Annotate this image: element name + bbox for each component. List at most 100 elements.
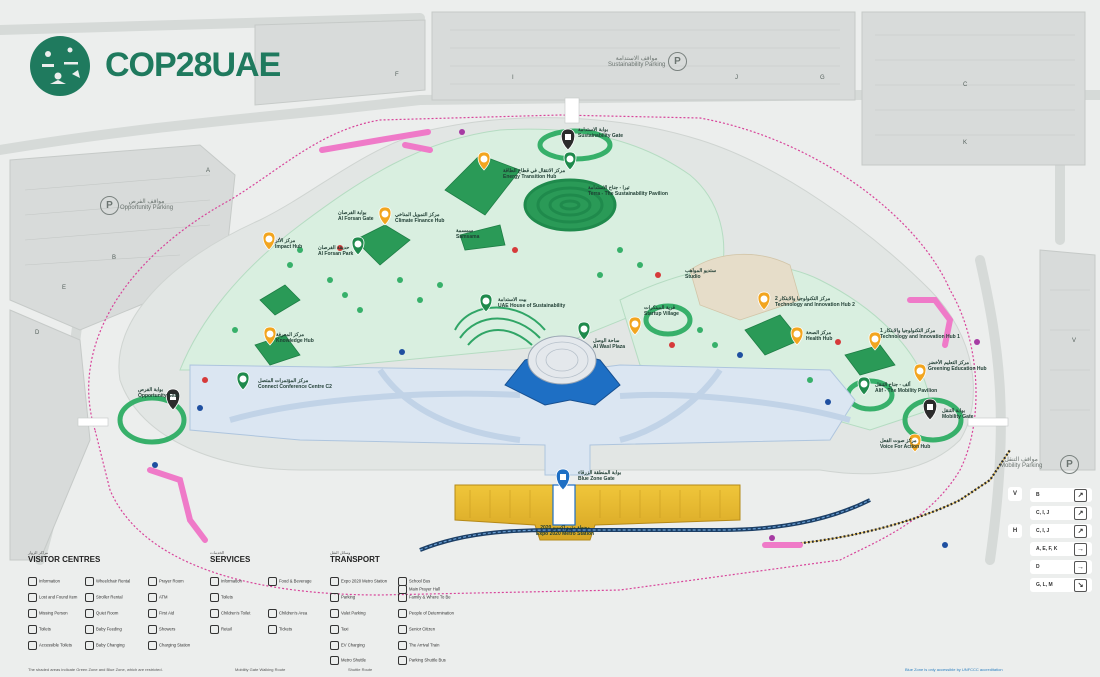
family-icon: [398, 593, 407, 602]
lot-e: E: [62, 285, 67, 291]
arrow-icon: →: [1074, 561, 1087, 574]
legend-item: People of Determination: [398, 609, 454, 618]
gate-row[interactable]: D→: [1030, 560, 1092, 574]
footer-note-right: Blue Zone is only accessible by UNFCCC a…: [905, 667, 1003, 672]
opportunity-parking-ar: مواقف الفرص: [128, 199, 165, 205]
legend-item: Information: [28, 577, 60, 586]
mobility-parking-icon: P: [1060, 455, 1079, 474]
opportunity-parking-icon: P: [100, 196, 119, 215]
ticket-icon: [268, 625, 277, 634]
shower-icon: [148, 625, 157, 634]
legend-item: Expo 2020 Metro Station: [330, 577, 387, 586]
gate-row[interactable]: G, L, M↘: [1030, 578, 1092, 592]
terra-pavilion: [523, 178, 617, 232]
prayer-icon: [148, 577, 157, 586]
lot-e-d: [9, 309, 91, 561]
lot-c: [861, 11, 1086, 166]
legend-item: Showers: [148, 625, 175, 634]
legend-item: Children's Area: [268, 609, 307, 618]
pin-connect-centre: [236, 371, 250, 391]
ev-charging-icon: [330, 641, 339, 650]
lot-a: A: [206, 168, 211, 174]
lost-found-icon: [28, 593, 37, 602]
lot-b: B: [112, 255, 117, 261]
legend-item: Children's Toilet: [210, 609, 250, 618]
uae-house-sustainability: [454, 306, 546, 346]
gate-row[interactable]: A, E, F, K→: [1030, 542, 1092, 556]
gate-row[interactable]: B↗: [1030, 488, 1092, 502]
atm-icon: [148, 593, 157, 602]
legend-item: Main Prayer Hall: [398, 585, 440, 594]
child-toilet-icon: [210, 609, 219, 618]
food-icon: [268, 577, 277, 586]
missing-person-icon: [28, 609, 37, 618]
lot-f: F: [395, 72, 399, 78]
pin-voice-for-action-hub: [908, 433, 922, 453]
legend-item: Parking Shuttle Bus: [398, 656, 446, 665]
children-area-icon: [268, 609, 277, 618]
legend-item: Toilets: [28, 625, 51, 634]
legend-item: Metro Shuttle: [330, 656, 366, 665]
mobility-parking-label: مواقف التنقل Mobility Parking: [1000, 456, 1042, 469]
lot-g: G: [820, 75, 825, 81]
legend-item: Tickets: [268, 625, 292, 634]
legend-item: Senior Citizen: [398, 625, 435, 634]
logo-text: COP28UAE: [105, 46, 281, 84]
gate-row[interactable]: C, I, J↗: [1030, 506, 1092, 520]
pin-startup-village: [628, 316, 642, 336]
legend-item: Taxi: [330, 625, 348, 634]
charging-icon: [148, 641, 157, 650]
climate-finance-hub: [354, 224, 411, 266]
mobility-parking-ar: مواقف التنقل: [1004, 457, 1038, 463]
sustainability-parking-en: Sustainability Parking: [608, 62, 666, 68]
legend-item: Valet Parking: [330, 609, 366, 618]
legend-item: Information: [210, 577, 242, 586]
opportunity-parking-label: مواقف الفرص Opportunity Parking: [120, 198, 173, 211]
pin-alif: [857, 376, 871, 396]
pin-blue-zone-gate: [555, 468, 571, 491]
al-wasl-dome: [504, 335, 621, 406]
stroller-icon: [85, 593, 94, 602]
wheelchair-icon: [85, 577, 94, 586]
footer-note-left: The shaded areas indicate Green Zone and…: [28, 667, 163, 672]
pin-impact-hub: [262, 231, 276, 251]
legend-item: Baby Changing: [85, 641, 125, 650]
footer-walk-route: Mobility Gate Walking Route: [235, 667, 286, 672]
pin-al-wasl-plaza: [577, 321, 591, 341]
legend-item: Family & Where To Be: [398, 593, 451, 602]
legend-services: الخدمات SERVICES: [210, 550, 251, 564]
gate-row[interactable]: C, I, J↗: [1030, 524, 1092, 538]
sustainability-parking-label: مواقف الاستدامة Sustainability Parking: [608, 55, 665, 68]
bus-icon: [398, 656, 407, 665]
tech-hub-1: [844, 344, 896, 376]
pin-mobility-gate: [922, 398, 938, 421]
legend-item: ATM: [148, 593, 168, 602]
blue-zone-hall: [454, 484, 741, 541]
prayer-hall-icon: [398, 585, 407, 594]
